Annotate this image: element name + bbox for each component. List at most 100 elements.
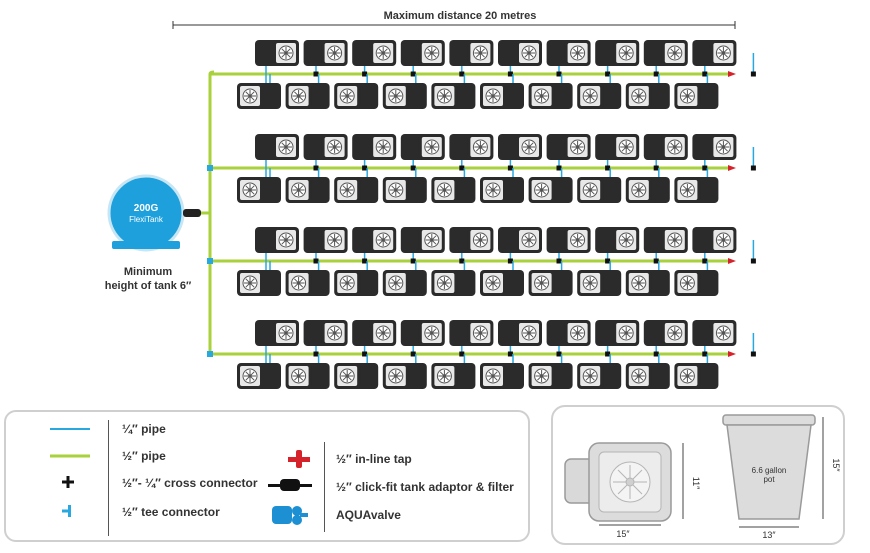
pot-unit [625, 176, 671, 204]
cross-connector [362, 258, 368, 264]
pot-unit [691, 133, 737, 161]
cross-connector [556, 351, 562, 357]
pot-unit [546, 319, 592, 347]
pot-unit [430, 82, 476, 110]
pot-unit [546, 226, 592, 254]
pot-unit [448, 39, 494, 67]
pot-unit [400, 319, 446, 347]
cross-connector [410, 71, 416, 77]
pot-unit [643, 226, 689, 254]
cross-connector [653, 71, 659, 77]
pot-unit [448, 319, 494, 347]
pot-unit [333, 176, 379, 204]
pot-unit [448, 133, 494, 161]
tank-adaptor-filter-icon [268, 479, 312, 491]
pot-width-label: 13″ [762, 530, 776, 540]
pot-label-line1: 6.6 gallon [752, 466, 787, 475]
cross-connector [750, 258, 756, 264]
cross-connector [750, 351, 756, 357]
pot-unit [400, 133, 446, 161]
cross-connector [605, 71, 611, 77]
pot-unit [643, 39, 689, 67]
pot-unit [576, 176, 622, 204]
pot-unit [254, 226, 300, 254]
cross-connector [702, 351, 708, 357]
distance-label: Maximum distance 20 metres [384, 10, 537, 22]
pot-unit [382, 362, 428, 390]
legend-label: ½″- ¼″ cross connector [122, 476, 258, 490]
legend-separator [108, 420, 109, 536]
pot-unit [430, 269, 476, 297]
pot-drawing [722, 414, 824, 528]
tank-adaptor [183, 209, 201, 217]
pot-unit [673, 362, 719, 390]
cross-connector [362, 351, 368, 357]
sizes-panel: 15″ 11″ 6.6 gallon pot 13″ 15″ [551, 405, 845, 545]
pot-unit [497, 226, 543, 254]
cross-connector [459, 258, 465, 264]
pot-rows [207, 39, 756, 390]
cross-connector [410, 351, 416, 357]
pot-unit [351, 39, 397, 67]
cross-connector [507, 351, 513, 357]
cross-connector-icon [62, 476, 74, 488]
pot-unit [430, 176, 476, 204]
tank-capacity: 200G [134, 203, 159, 214]
tray-width-label: 15″ [616, 529, 630, 539]
pot-unit [303, 39, 349, 67]
legend-label: ½″ click-fit tank adaptor & filter [336, 480, 514, 494]
pot-unit [351, 319, 397, 347]
cross-connector [702, 258, 708, 264]
pot-unit [576, 82, 622, 110]
cross-connector [313, 165, 319, 171]
pot-unit [673, 82, 719, 110]
cross-connector [313, 351, 319, 357]
pot-unit [382, 176, 428, 204]
pot-unit [691, 319, 737, 347]
flexitank: 200G FlexiTank [107, 174, 201, 252]
tank-note-line1: Minimum [124, 266, 172, 278]
cross-connector [702, 71, 708, 77]
pot-unit [625, 269, 671, 297]
pot-unit [254, 133, 300, 161]
pot-unit [479, 269, 525, 297]
pot-unit [333, 269, 379, 297]
cross-connector [459, 71, 465, 77]
pot-unit [625, 82, 671, 110]
pot-unit [236, 269, 282, 297]
pot-unit [236, 82, 282, 110]
inline-tap [728, 71, 736, 77]
cross-connector [556, 165, 562, 171]
pot-unit [479, 82, 525, 110]
tee-connector [207, 165, 213, 171]
pot-unit [546, 133, 592, 161]
pot-unit [546, 39, 592, 67]
pot-unit [594, 39, 640, 67]
pot-unit [303, 226, 349, 254]
pot-unit [303, 133, 349, 161]
pot-unit [254, 319, 300, 347]
tee-connector [207, 351, 213, 357]
cross-connector [750, 165, 756, 171]
legend-label: ½″ pipe [122, 449, 166, 463]
tank-note-line2: height of tank 6″ [105, 280, 192, 292]
legend-panel: ¼″ pipe ½″ pipe ½″- ¼″ cross connector ½… [4, 410, 530, 542]
quarter-inch-pipe-icon [50, 428, 90, 430]
pot-unit [528, 176, 574, 204]
cross-connector [459, 351, 465, 357]
inline-tap-icon [288, 450, 310, 468]
tank-name: FlexiTank [129, 215, 164, 224]
cross-connector [653, 351, 659, 357]
cross-connector [410, 258, 416, 264]
tray-height-label: 11″ [691, 477, 701, 490]
pot-unit [400, 39, 446, 67]
inline-tap [728, 165, 736, 171]
cross-connector [702, 165, 708, 171]
cross-connector [507, 258, 513, 264]
pot-unit [576, 362, 622, 390]
pot-unit [400, 226, 446, 254]
cross-connector [459, 165, 465, 171]
tray-drawing [564, 442, 684, 526]
pot-height-label: 15″ [831, 458, 841, 472]
legend-label: AQUAvalve [336, 508, 401, 522]
